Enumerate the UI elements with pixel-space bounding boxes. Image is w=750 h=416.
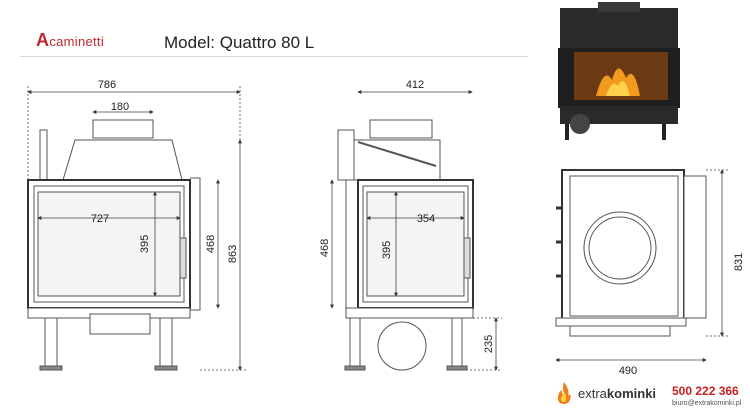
front-leg-right bbox=[159, 317, 173, 369]
top-front-frame bbox=[555, 317, 687, 327]
dim-490: 490 bbox=[619, 365, 637, 377]
dim-786: 786 bbox=[98, 79, 116, 91]
side-hood bbox=[353, 139, 441, 181]
dim-727: 727 bbox=[91, 213, 109, 225]
top-inner bbox=[569, 175, 679, 317]
header-divider bbox=[20, 56, 528, 57]
dim-180: 180 bbox=[111, 101, 129, 113]
photo-leg-right bbox=[662, 124, 666, 140]
front-dimension-lines bbox=[27, 86, 246, 371]
front-glass bbox=[37, 191, 181, 297]
front-foot-right bbox=[154, 365, 178, 371]
brand-letter: A bbox=[36, 30, 50, 50]
shop-logo[interactable]: extrakominki bbox=[556, 380, 666, 408]
front-view bbox=[27, 119, 201, 371]
dim-front-468: 468 bbox=[205, 235, 217, 253]
dim-front-395: 395 bbox=[139, 235, 151, 253]
front-hood bbox=[62, 139, 183, 181]
header: Acaminetti Model: Quattro 80 L bbox=[0, 0, 530, 60]
email-address[interactable]: biuro@extrakominki.pl bbox=[672, 400, 742, 407]
dim-863: 863 bbox=[227, 245, 239, 263]
dim-235: 235 bbox=[483, 335, 495, 353]
shop-name-bold: kominki bbox=[606, 386, 657, 401]
side-leg-right bbox=[451, 317, 463, 369]
front-leg-left bbox=[44, 317, 58, 369]
product-photo bbox=[558, 2, 680, 140]
dim-354: 354 bbox=[417, 213, 435, 225]
side-foot-left bbox=[344, 365, 366, 371]
brand-logo: Acaminetti bbox=[36, 30, 104, 51]
front-side-panel bbox=[190, 177, 201, 311]
top-dimension-lines bbox=[555, 169, 728, 362]
photo-air-inlet bbox=[570, 114, 590, 134]
front-handle bbox=[39, 129, 48, 183]
photo-hood bbox=[560, 8, 678, 50]
top-view bbox=[555, 169, 707, 337]
side-glass bbox=[366, 191, 465, 297]
top-body bbox=[561, 169, 685, 321]
side-foot-right bbox=[446, 365, 468, 371]
front-flue-collar bbox=[92, 119, 154, 139]
front-ash-box bbox=[89, 313, 151, 335]
photo-base bbox=[560, 106, 678, 124]
top-flue-inner bbox=[588, 216, 652, 280]
model-title: Model: Quattro 80 L bbox=[164, 33, 315, 52]
side-rear-bracket bbox=[337, 129, 355, 181]
brand-name: caminetti bbox=[49, 34, 105, 49]
side-view bbox=[337, 119, 474, 371]
photo-flue bbox=[598, 2, 640, 12]
side-flue-collar bbox=[369, 119, 433, 139]
dim-side-395: 395 bbox=[381, 241, 393, 259]
side-latch bbox=[463, 237, 471, 279]
photo-flames-core bbox=[606, 80, 630, 96]
shop-name: extrakominki bbox=[578, 386, 656, 401]
side-base bbox=[345, 307, 474, 319]
front-latch bbox=[179, 237, 187, 279]
flame-icon bbox=[558, 382, 571, 404]
dim-831: 831 bbox=[733, 253, 745, 271]
shop-name-light: extra bbox=[578, 386, 607, 401]
side-leg-left bbox=[349, 317, 361, 369]
side-rear-panel bbox=[345, 179, 359, 309]
photo-leg-left bbox=[565, 124, 569, 140]
dim-412: 412 bbox=[406, 79, 424, 91]
top-front-edge bbox=[569, 325, 671, 337]
photo-flames bbox=[596, 68, 640, 96]
side-air-inlet bbox=[377, 321, 427, 371]
dim-side-468: 468 bbox=[319, 239, 331, 257]
side-dimension-lines bbox=[330, 90, 502, 371]
phone-number[interactable]: 500 222 366 bbox=[672, 384, 739, 398]
front-foot-left bbox=[39, 365, 63, 371]
top-side-glass bbox=[683, 175, 707, 319]
side-lever bbox=[357, 141, 437, 167]
